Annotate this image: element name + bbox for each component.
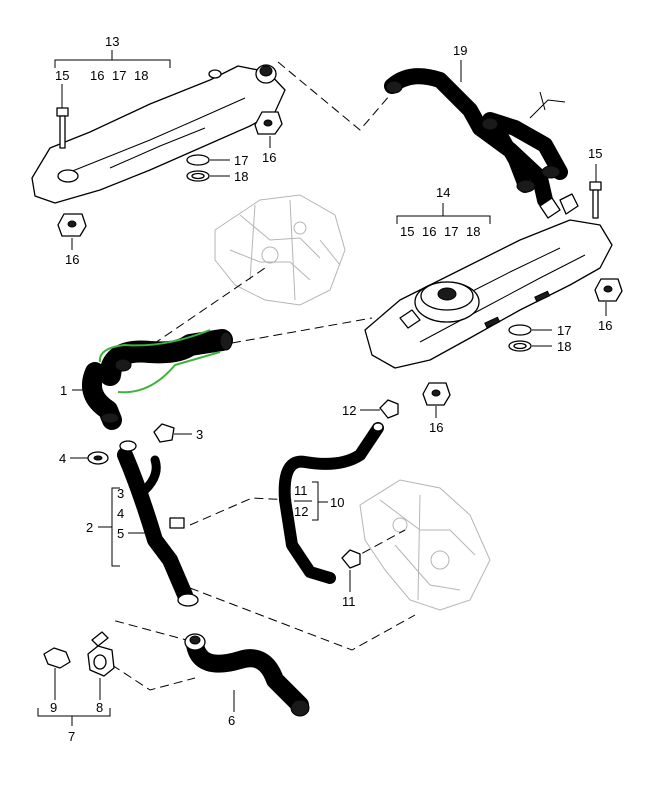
oil-filler-neck	[255, 64, 277, 84]
bracket-13	[54, 50, 171, 68]
callout-6: 6	[228, 713, 235, 728]
seal-17-right	[508, 324, 552, 336]
callout-11: 11	[294, 483, 308, 498]
cylinder-head-cover-right	[364, 219, 613, 369]
callout-17: 17	[112, 68, 126, 83]
callout-8: 8	[96, 700, 103, 715]
callout-3: 3	[117, 486, 124, 501]
callout-16: 16	[65, 252, 79, 267]
cylinder-head-cover-left	[31, 65, 286, 204]
callout-4: 4	[117, 506, 124, 521]
callout-18: 18	[234, 169, 248, 184]
engine-ghost-upper	[214, 194, 346, 306]
engine-ghost-lower	[359, 479, 491, 611]
callout-11: 11	[342, 594, 356, 609]
callout-9: 9	[50, 700, 57, 715]
grommet-16-right-bottom	[422, 382, 451, 418]
vent-hose-19	[384, 60, 579, 219]
callout-5: 5	[117, 526, 124, 541]
clamp-11	[341, 549, 361, 592]
clamp-12	[360, 399, 399, 419]
callout-13: 13	[105, 34, 119, 49]
callout-18: 18	[134, 68, 148, 83]
bracket-14	[396, 203, 491, 224]
oil-separator	[399, 281, 480, 329]
hose-6	[184, 633, 310, 717]
callout-16: 16	[429, 420, 443, 435]
clamp-4	[70, 451, 109, 465]
grommet-16-left-top	[254, 111, 283, 148]
valve-8	[87, 631, 115, 700]
callout-7: 7	[68, 729, 75, 744]
grommet-16-left-bottom	[57, 213, 87, 250]
vent-pipe-2	[117, 440, 199, 607]
seal-17-left	[186, 154, 230, 166]
callout-18: 18	[466, 224, 480, 239]
callout-18: 18	[557, 339, 571, 354]
callout-16: 16	[422, 224, 436, 239]
callout-17: 17	[557, 323, 571, 338]
callout-10: 10	[330, 495, 344, 510]
callout-16: 16	[262, 150, 276, 165]
grommet-16-right-top	[594, 278, 623, 316]
callout-16: 16	[90, 68, 104, 83]
seal-18-right	[508, 340, 552, 352]
clip-9	[43, 647, 71, 700]
callout-14: 14	[436, 185, 450, 200]
clip-5	[128, 517, 185, 534]
clamp-3-top	[153, 423, 192, 443]
callout-17: 17	[444, 224, 458, 239]
callout-15: 15	[588, 146, 602, 161]
callout-17: 17	[234, 153, 248, 168]
bolt-15-right	[589, 164, 602, 219]
callout-16: 16	[598, 318, 612, 333]
bolt-15-left	[56, 84, 69, 149]
bracket-2	[98, 487, 120, 567]
bracket-7	[37, 708, 111, 726]
vent-hose-1	[72, 329, 233, 430]
callout-2: 2	[86, 520, 93, 535]
callout-labels: 13 15 16 17 18 16 17 18 16 19 15 14 15 1…	[50, 34, 612, 744]
hose-10	[278, 422, 384, 584]
bracket-10	[294, 481, 328, 521]
callout-19: 19	[453, 43, 467, 58]
callout-3: 3	[196, 427, 203, 442]
callout-15: 15	[400, 224, 414, 239]
callout-4: 4	[59, 451, 66, 466]
callout-12: 12	[294, 504, 308, 519]
seal-18-left	[186, 170, 230, 182]
callout-1: 1	[60, 383, 67, 398]
callout-12: 12	[342, 403, 356, 418]
callout-15: 15	[55, 68, 69, 83]
